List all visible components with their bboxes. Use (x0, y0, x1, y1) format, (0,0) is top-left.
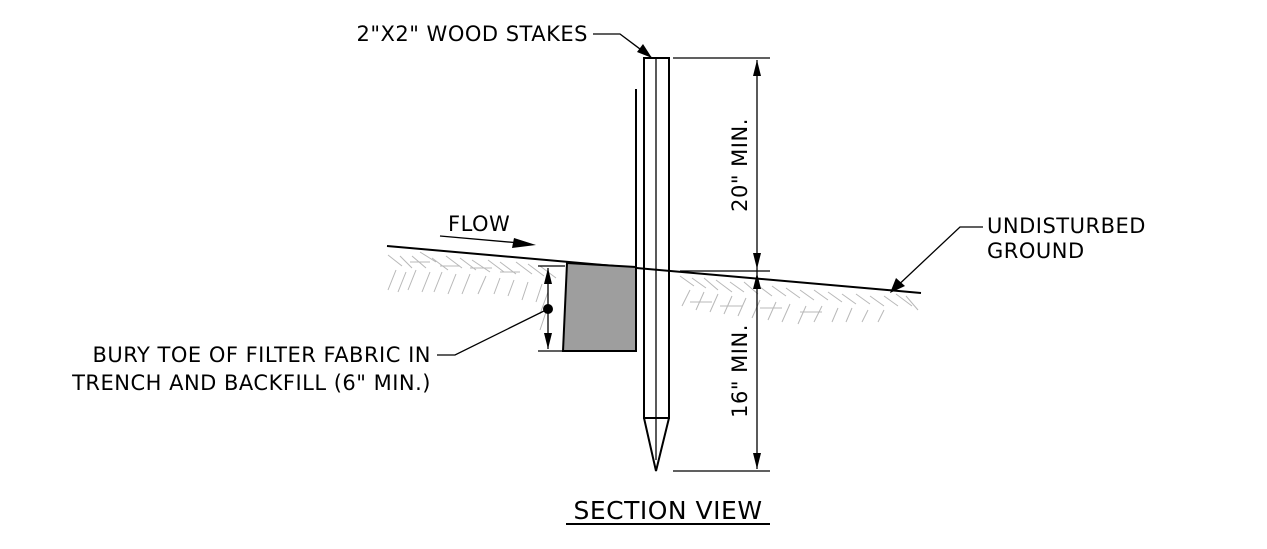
ground-leader (891, 226, 983, 292)
stake-dimensions (673, 57, 770, 472)
dim-below-label: 16" MIN. (728, 324, 752, 418)
stake-leader-arrow (637, 44, 652, 58)
soil-hatch-right (679, 275, 919, 325)
flow-arrowhead (512, 238, 536, 248)
ground-line (386, 245, 922, 294)
toe-label-line2: TRENCH AND BACKFILL (6" MIN.) (71, 371, 431, 395)
soil-hatch-left (387, 251, 557, 331)
trench-backfill (561, 261, 637, 352)
toe-label-line1: BURY TOE OF FILTER FABRIC IN (92, 343, 431, 367)
flow-arrow (439, 235, 521, 244)
toe-leader (437, 308, 549, 356)
wood-stake (643, 57, 670, 472)
flow-label: FLOW (448, 212, 510, 236)
section-title: SECTION VIEW (573, 496, 762, 525)
ground-leader-arrow (890, 278, 905, 293)
ground-label-line1: UNDISTURBED (987, 214, 1146, 238)
trench-depth-dimension (538, 265, 565, 352)
ground-label-line2: GROUND (987, 239, 1085, 263)
dim-above-label: 20" MIN. (728, 118, 752, 212)
stake-label: 2"X2" WOOD STAKES (356, 22, 588, 46)
